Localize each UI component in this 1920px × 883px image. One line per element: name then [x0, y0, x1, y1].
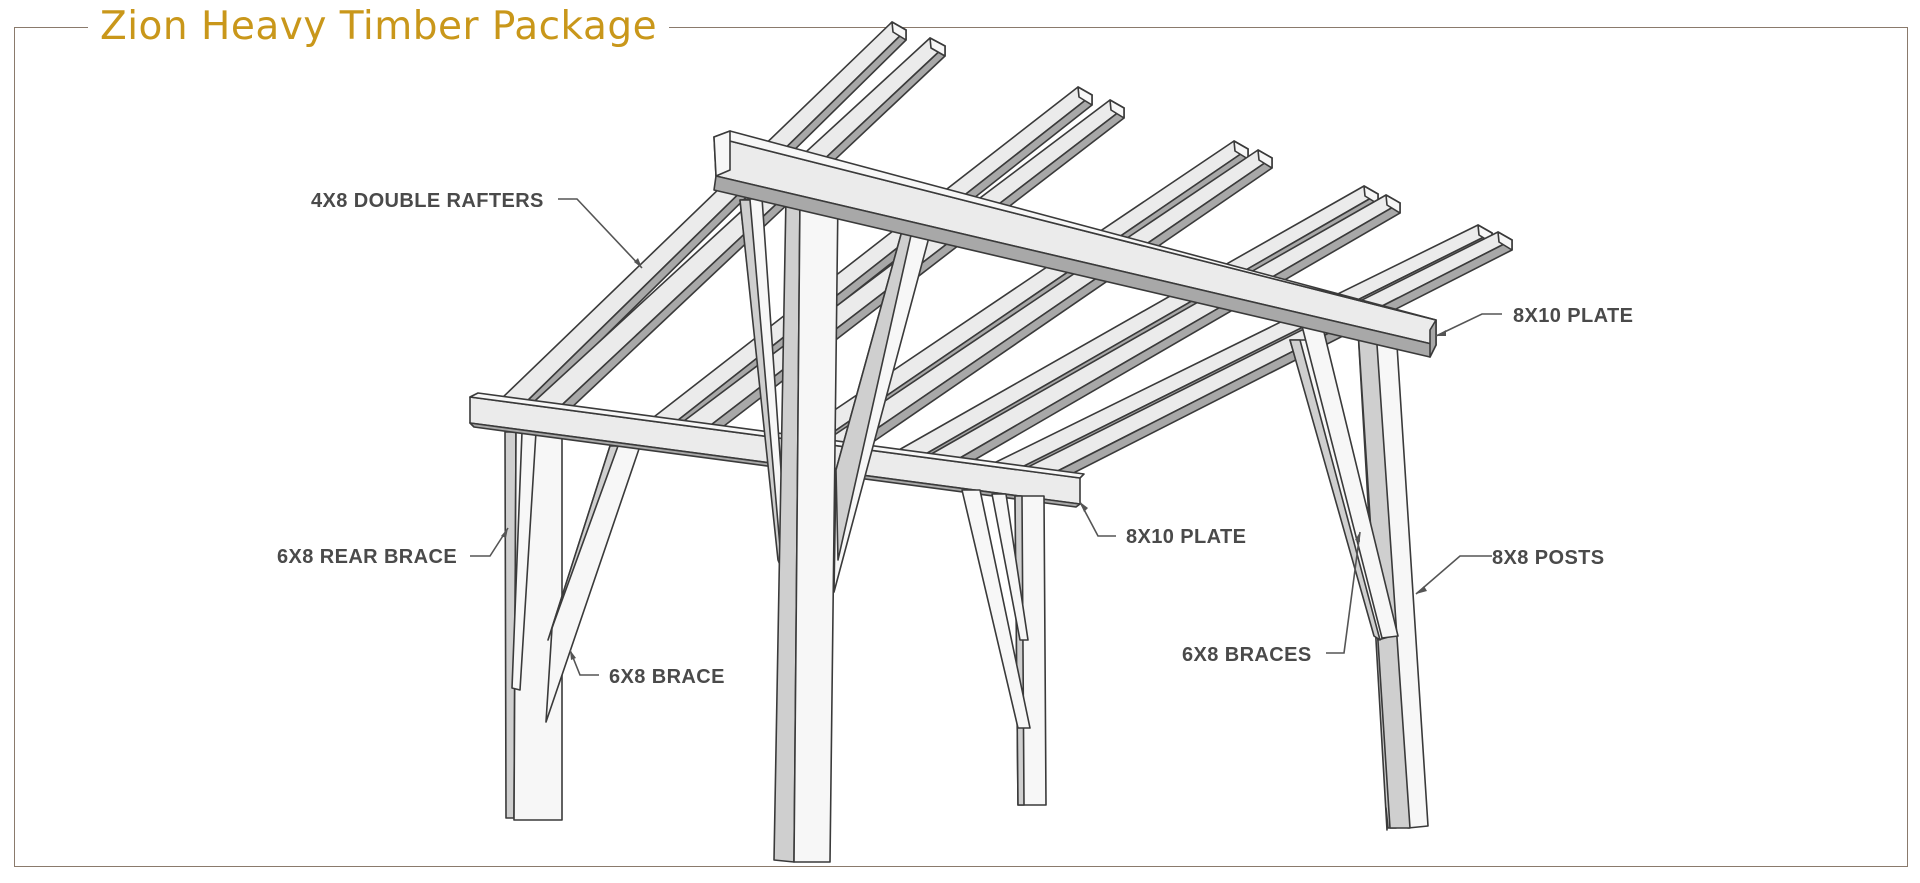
- label-brace: 6X8 BRACE: [609, 666, 725, 688]
- center-post: [773, 195, 839, 863]
- diagram-frame: [14, 27, 1908, 867]
- rafter-pair-5: [989, 224, 1513, 492]
- label-plate-front: 8X10 PLATE: [1126, 526, 1246, 548]
- label-braces: 6X8 BRACES: [1182, 644, 1312, 666]
- center-right-brace: [961, 489, 1031, 729]
- rafter-pair-4: [889, 185, 1401, 482]
- label-plate-right: 8X10 PLATE: [1513, 305, 1633, 327]
- right-braces: [1289, 323, 1399, 641]
- label-rear-brace: 6X8 REAR BRACE: [277, 546, 457, 568]
- label-double-rafters: 4X8 DOUBLE RAFTERS: [311, 190, 544, 212]
- label-posts: 8X8 POSTS: [1492, 547, 1605, 569]
- leader-lines: [470, 198, 1502, 676]
- rafter-pair-3: [789, 140, 1273, 467]
- center-braces: [739, 197, 933, 593]
- page-title: Zion Heavy Timber Package: [88, 2, 670, 52]
- back-plate: [713, 130, 1437, 358]
- center-right-post: [1014, 495, 1047, 806]
